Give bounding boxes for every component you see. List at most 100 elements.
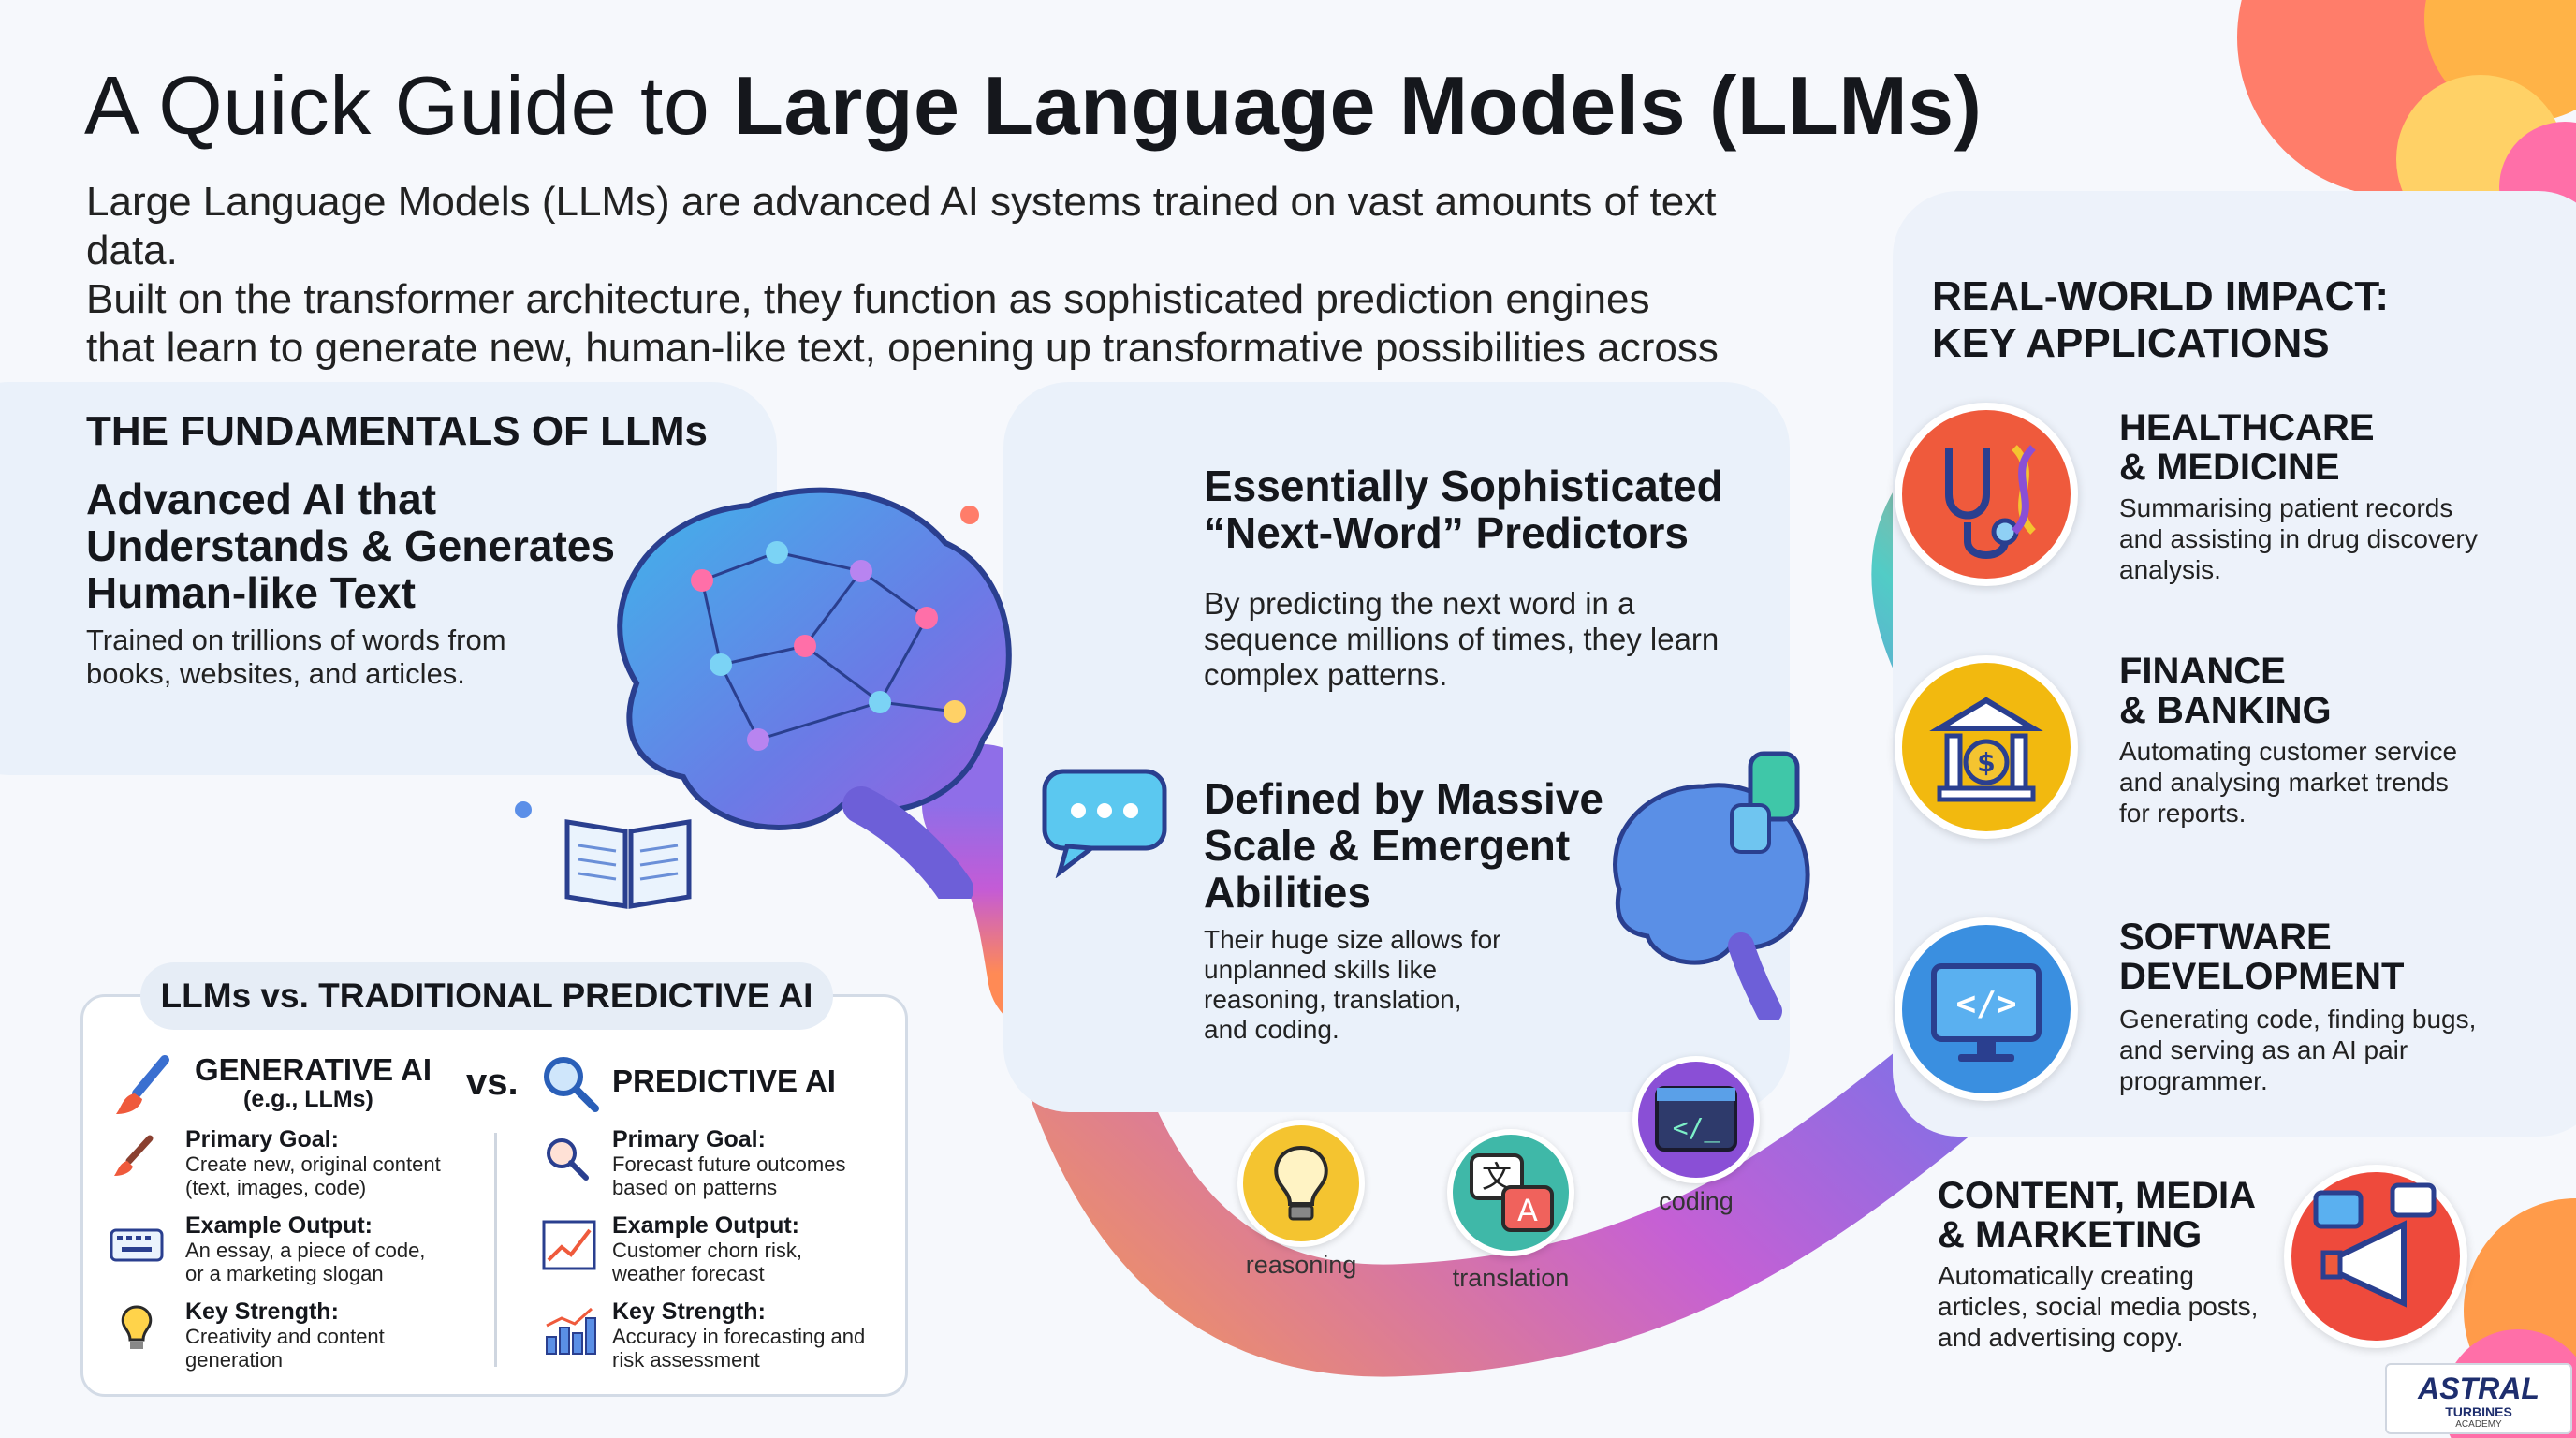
content-heading: CONTENT, MEDIA & MARKETING	[1938, 1176, 2256, 1255]
row-value: Customer chorn risk,	[612, 1239, 802, 1262]
predictors-body: By predicting the next word in a sequenc…	[1204, 586, 1719, 693]
row-key: Primary Goal:	[612, 1126, 766, 1152]
content-icon-badge	[2284, 1165, 2467, 1348]
body-line: and advertising copy.	[1938, 1323, 2184, 1352]
svg-text:A: A	[1517, 1193, 1538, 1228]
generative-row-output: Example Output: An essay, a piece of cod…	[185, 1212, 426, 1286]
scale-body: Their huge size allows for unplanned ski…	[1204, 925, 1500, 1045]
skill-coding-bubble: </_	[1632, 1056, 1760, 1183]
magnifier-icon	[544, 1057, 599, 1112]
svg-text:</>: </>	[1955, 985, 2016, 1023]
heading-line: DEVELOPMENT	[2119, 956, 2405, 997]
generative-row-goal: Primary Goal: Create new, original conte…	[185, 1127, 441, 1200]
decor-dot	[960, 506, 979, 524]
body-line: Automating customer service	[2119, 737, 2458, 766]
body-line: Their huge size allows for	[1204, 925, 1501, 954]
body-line: analysis.	[2119, 555, 2221, 584]
comparison-title: LLMs vs. TRADITIONAL PREDICTIVE AI	[140, 962, 833, 1030]
applications-heading: REAL-WORLD IMPACT: KEY APPLICATIONS	[1932, 273, 2389, 367]
row-value: An essay, a piece of code,	[185, 1239, 426, 1262]
intro-paragraph: Large Language Models (LLMs) are advance…	[86, 178, 1818, 421]
lightbulb-icon	[121, 1305, 153, 1349]
comparison-vs: vs.	[466, 1062, 519, 1103]
svg-text:</_: </_	[1673, 1112, 1720, 1144]
row-key: Example Output:	[185, 1212, 373, 1239]
heading-line: & MARKETING	[1938, 1214, 2203, 1255]
heading-line: Essentially Sophisticated	[1204, 462, 1723, 510]
healthcare-heading: HEALTHCARE & MEDICINE	[2119, 408, 2375, 487]
body-line: By predicting the next word in a	[1204, 586, 1635, 621]
row-value: Forecast future outcomes	[612, 1152, 846, 1176]
heading-line: Defined by Massive	[1204, 774, 1603, 823]
fundamentals-subheading: Advanced AI that Understands & Generates…	[86, 476, 615, 616]
skill-coding-label: coding	[1659, 1187, 1734, 1215]
heading-line: FINANCE	[2119, 651, 2286, 692]
heading-line: REAL-WORLD IMPACT:	[1932, 273, 2389, 319]
bank-icon: $	[1929, 697, 2043, 802]
fundamentals-body: Trained on trillions of words from books…	[86, 624, 506, 691]
subheading-line: Advanced AI that	[86, 475, 437, 523]
fundamentals-heading: THE FUNDAMENTALS OF LLMs	[86, 408, 709, 454]
intro-line: that learn to generate new, human-like t…	[86, 325, 1719, 371]
page-title: A Quick Guide to Large Language Models (…	[84, 58, 1982, 154]
row-value: risk assessment	[612, 1348, 760, 1372]
body-line: and assisting in drug discovery	[2119, 524, 2478, 553]
heading-line: & MEDICINE	[2119, 447, 2340, 488]
body-line: and coding.	[1204, 1015, 1339, 1044]
heading-line: SOFTWARE	[2119, 917, 2332, 958]
row-value: based on patterns	[612, 1176, 778, 1199]
logo-name: ASTRAL	[2418, 1372, 2539, 1405]
body-line: articles, social media posts,	[1938, 1292, 2259, 1321]
row-value: Accuracy in forecasting and	[612, 1325, 866, 1348]
stethoscope-dna-icon	[1945, 445, 2037, 559]
row-value: generation	[185, 1348, 283, 1372]
intro-line: Large Language Models (LLMs) are advance…	[86, 179, 1717, 273]
row-value: Creativity and content	[185, 1325, 385, 1348]
row-key: Example Output:	[612, 1212, 800, 1239]
comparison-divider	[494, 1133, 497, 1367]
translate-icon: 文A	[1470, 1153, 1554, 1232]
intro-line: Built on the transformer architecture, t…	[86, 276, 1650, 322]
body-line: Trained on trillions of words from	[86, 624, 506, 656]
row-value: (text, images, code)	[185, 1176, 367, 1199]
row-value: Create new, original content	[185, 1152, 441, 1176]
title-prefix: A Quick Guide to	[84, 59, 734, 152]
content-body: Automatically creating articles, social …	[1938, 1260, 2258, 1353]
skill-reasoning-bubble	[1237, 1120, 1365, 1247]
trend-chart-icon	[542, 1220, 596, 1270]
software-body: Generating code, finding bugs, and servi…	[2119, 1004, 2476, 1096]
body-line: reasoning, translation,	[1204, 985, 1462, 1014]
generative-head: GENERATIVE AI	[195, 1052, 432, 1087]
heading-line: KEY APPLICATIONS	[1932, 320, 2330, 366]
chat-bubble-icon	[1042, 769, 1167, 878]
lightbulb-icon	[1274, 1145, 1328, 1221]
svg-text:$: $	[1977, 747, 1995, 778]
body-line: complex patterns.	[1204, 657, 1448, 692]
heading-line: HEALTHCARE	[2119, 407, 2375, 448]
predictors-panel	[1003, 382, 1790, 1112]
predictive-row-strength: Key Strength: Accuracy in forecasting an…	[612, 1299, 865, 1372]
keyboard-icon	[110, 1228, 164, 1262]
predictive-head: PREDICTIVE AI	[612, 1064, 836, 1098]
body-line: and serving as an AI pair	[2119, 1035, 2408, 1064]
title-bold: Large Language Models (LLMs)	[733, 59, 1983, 152]
subheading-line: Understands & Generates	[86, 521, 615, 570]
skill-reasoning-label: reasoning	[1245, 1251, 1357, 1279]
body-line: Summarising patient records	[2119, 493, 2453, 522]
heading-line: CONTENT, MEDIA	[1938, 1175, 2256, 1216]
logo-line3: ACADEMY	[2455, 1419, 2502, 1430]
generative-sub: (e.g., LLMs)	[243, 1086, 373, 1112]
finance-icon-badge: $	[1895, 655, 2078, 839]
astral-logo: ASTRAL TURBINES ACADEMY	[2385, 1363, 2572, 1434]
generative-row-strength: Key Strength: Creativity and content gen…	[185, 1299, 385, 1372]
skill-translation-label: translation	[1452, 1264, 1570, 1292]
body-line: sequence millions of times, they learn	[1204, 622, 1720, 656]
predictors-heading: Essentially Sophisticated “Next-Word” Pr…	[1204, 462, 1723, 556]
code-window-icon: </_	[1655, 1086, 1737, 1152]
body-line: books, websites, and articles.	[86, 657, 465, 690]
predictive-row-goal: Primary Goal: Forecast future outcomes b…	[612, 1126, 846, 1200]
paintbrush-icon	[116, 1055, 169, 1114]
heading-line: Abilities	[1204, 868, 1371, 917]
small-brain-icon	[1613, 751, 1810, 1020]
